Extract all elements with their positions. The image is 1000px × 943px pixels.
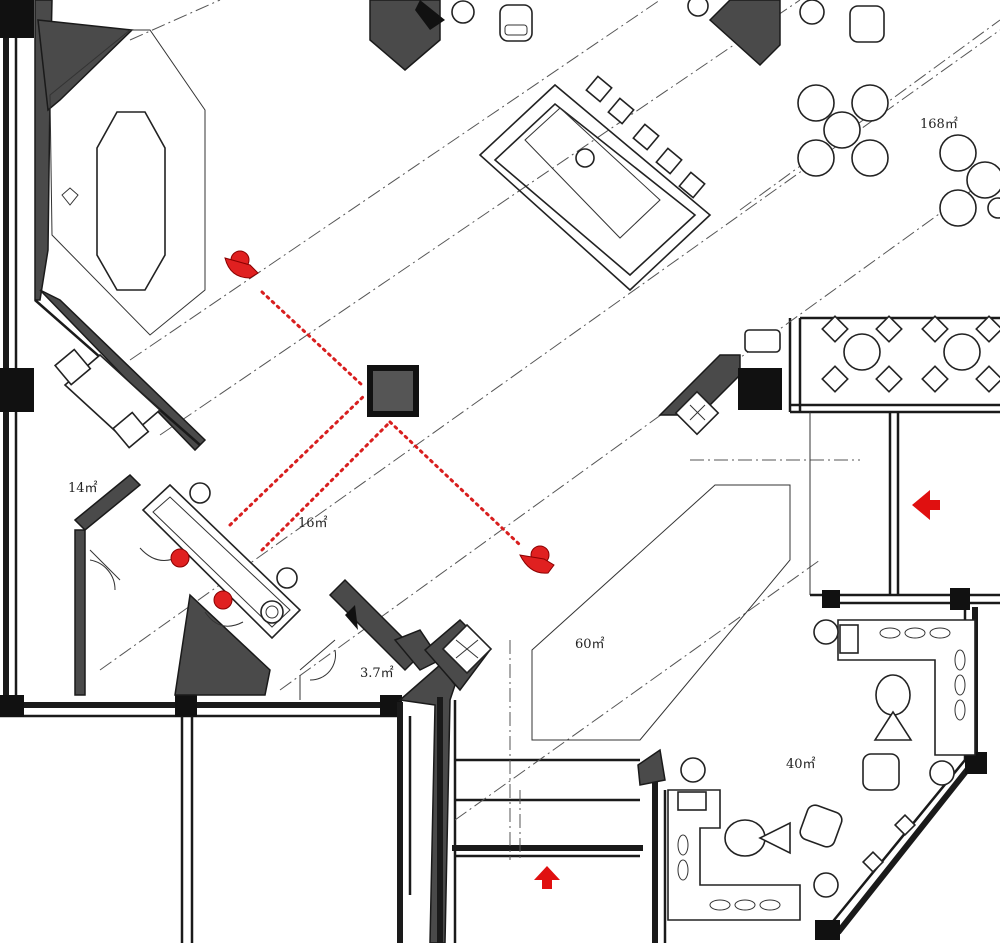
label-3-7: 3.7㎡ [360,666,394,681]
chair-icon [851,139,889,177]
room-labels: 168㎡ 14㎡ 16㎡ 3.7㎡ 60㎡ 40㎡ [68,117,958,772]
entry-arrow-icon [912,490,940,520]
label-14: 14㎡ [68,481,98,496]
person-icon [519,545,555,574]
label-168: 168㎡ [920,117,958,132]
chair-icon [939,134,977,172]
chair-icon [797,139,835,177]
conference-room [34,0,207,452]
room-40 [637,588,987,943]
person-icon [213,590,233,610]
visitor-route [228,290,522,552]
label-40: 40㎡ [786,757,816,772]
bar-counter [478,75,712,292]
chair-icon [797,84,835,122]
person-icon [170,548,190,568]
central-column [367,365,419,417]
lounge-168 [369,0,1000,227]
dining-area [658,315,1000,436]
desk-area [53,348,271,696]
person-icon [224,250,259,279]
grid-lines [99,0,1000,860]
chair-icon [939,189,977,227]
chair-icon [851,84,889,122]
room-60 [423,412,1000,741]
reception-desk [139,482,302,640]
small-room [299,578,442,700]
label-60: 60㎡ [575,637,605,652]
label-16: 16㎡ [298,516,328,531]
entry-arrow-icon [534,866,560,889]
